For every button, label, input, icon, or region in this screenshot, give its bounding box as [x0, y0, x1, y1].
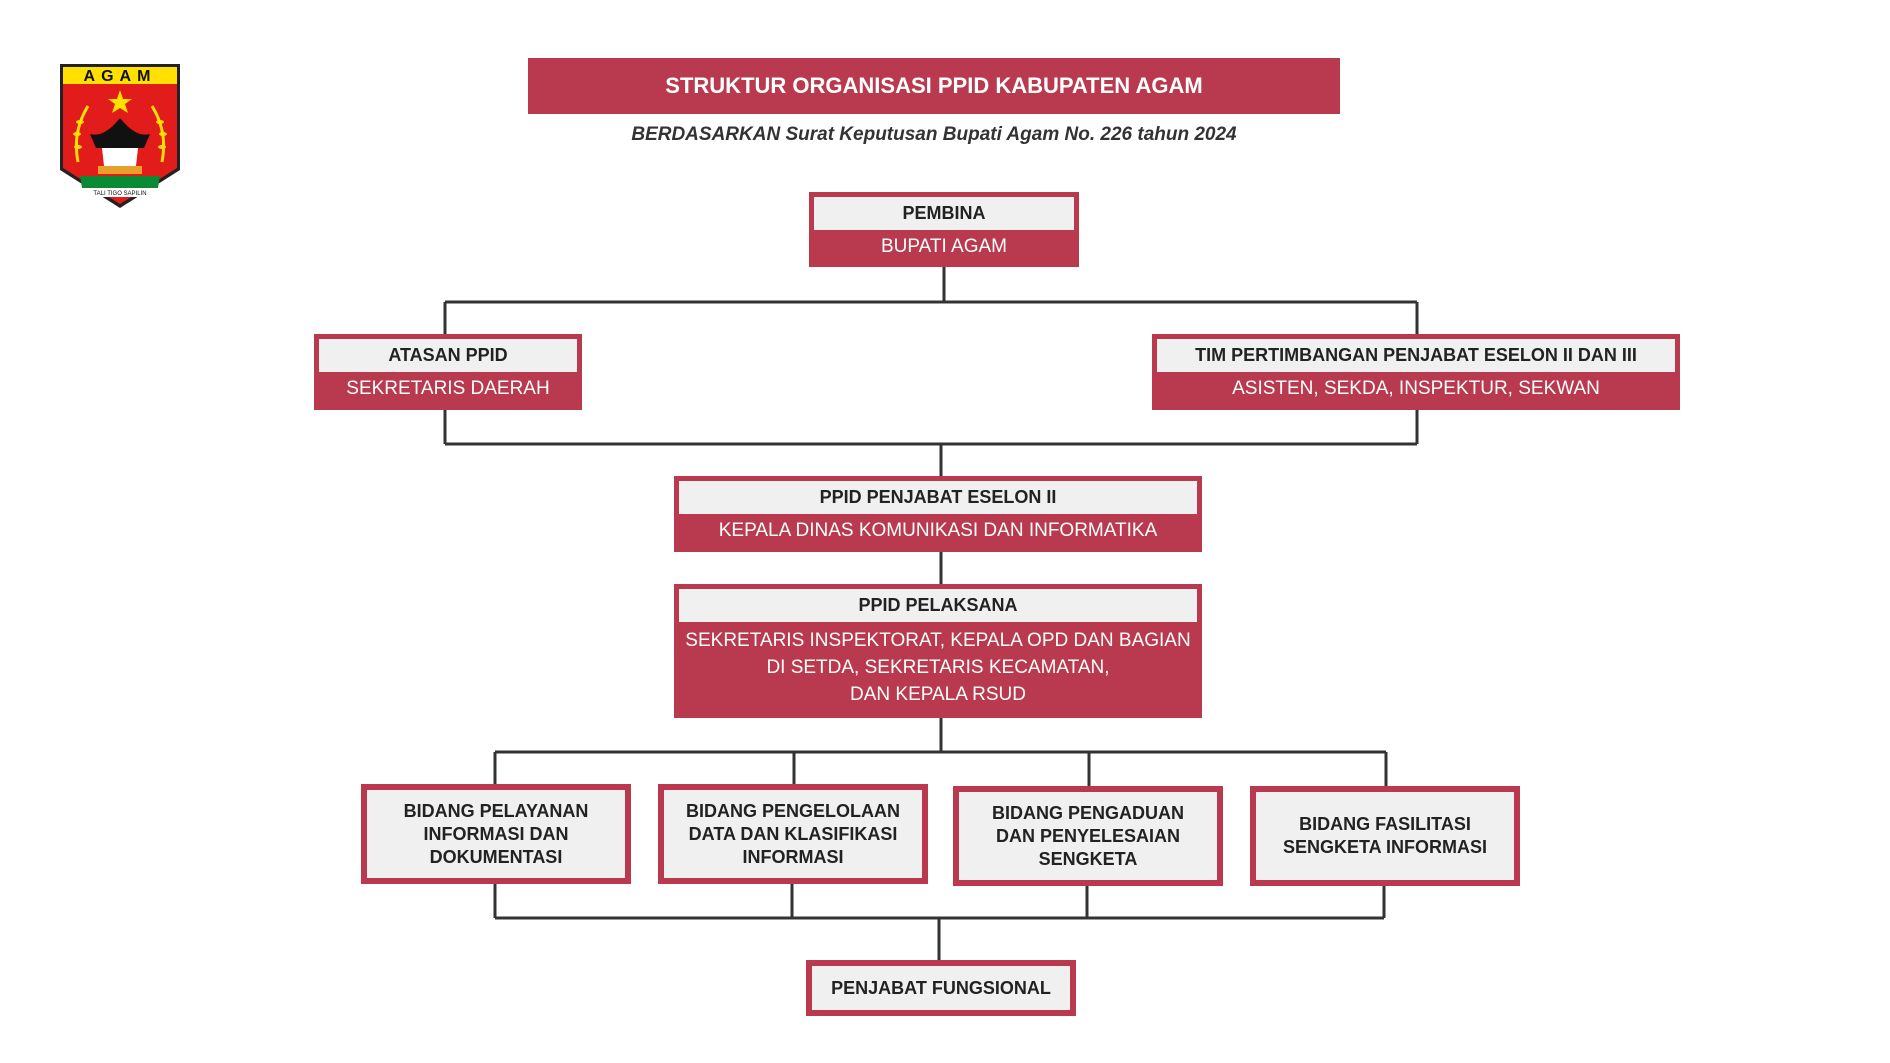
node-bidang-pengelolaan-text: BIDANG PENGELOLAAN DATA DAN KLASIFIKASI … [664, 790, 922, 878]
node-tim-body: ASISTEN, SEKDA, INSPEKTUR, SEKWAN [1232, 378, 1600, 399]
star-icon [108, 90, 132, 113]
node-pelaksana-body: SEKRETARIS INSPEKTORAT, KEPALA OPD DAN B… [679, 622, 1197, 713]
node-penjabat-fungsional: PENJABAT FUNGSIONAL [806, 960, 1076, 1016]
node-bidang-line: DOKUMENTASI [429, 846, 563, 867]
node-bidang-line: SENGKETA INFORMASI [1282, 837, 1487, 857]
node-bidang-fasilitasi: BIDANG FASILITASI SENGKETA INFORMASI [1250, 786, 1520, 886]
node-pelaksana-title: PPID PELAKSANA [679, 589, 1197, 622]
node-pembina-title: PEMBINA [814, 197, 1074, 230]
node-bidang-line: BIDANG PENGADUAN [991, 802, 1184, 823]
node-atasan-title: ATASAN PPID [319, 339, 577, 372]
node-bidang-fasilitasi-text: BIDANG FASILITASI SENGKETA INFORMASI [1256, 792, 1514, 880]
logo-top-text: AGAM [84, 68, 157, 85]
page-title: STRUKTUR ORGANISASI PPID KABUPATEN AGAM [528, 58, 1340, 114]
node-pelaksana-line: DI SETDA, SEKRETARIS KECAMATAN, [766, 657, 1110, 678]
node-tim-title: TIM PERTIMBANGAN PENJABAT ESELON II DAN … [1157, 339, 1675, 372]
node-bidang-line: BIDANG PENGELOLAAN [685, 800, 900, 821]
node-pelaksana-line: DAN KEPALA RSUD [850, 684, 1026, 705]
node-atasan-body: SEKRETARIS DAERAH [346, 378, 550, 399]
node-atasan-ppid: ATASAN PPID SEKRETARIS DAERAH [314, 334, 582, 410]
node-bidang-line: SENGKETA [1038, 848, 1138, 869]
page-subtitle: BERDASARKAN Surat Keputusan Bupati Agam … [631, 124, 1237, 145]
node-bidang-line: DAN PENYELESAIAN [995, 825, 1181, 846]
node-bidang-line: BIDANG PELAYANAN [403, 800, 589, 821]
node-pembina-body: BUPATI AGAM [881, 235, 1007, 257]
node-ppid-pelaksana: PPID PELAKSANA SEKRETARIS INSPEKTORAT, K… [674, 584, 1202, 718]
node-bidang-pelayanan-text: BIDANG PELAYANAN INFORMASI DAN DOKUMENTA… [367, 790, 625, 878]
node-eselon2-body: KEPALA DINAS KOMUNIKASI DAN INFORMATIKA [718, 520, 1158, 541]
node-bidang-pengelolaan: BIDANG PENGELOLAAN DATA DAN KLASIFIKASI … [658, 784, 928, 884]
node-bidang-line: INFORMASI [742, 846, 844, 867]
node-bidang-line: BIDANG FASILITASI [1299, 814, 1471, 834]
node-bidang-pengaduan-text: BIDANG PENGADUAN DAN PENYELESAIAN SENGKE… [959, 792, 1217, 880]
node-ppid-eselon-ii: PPID PENJABAT ESELON II KEPALA DINAS KOM… [674, 476, 1202, 552]
node-tim-pertimbangan: TIM PERTIMBANGAN PENJABAT ESELON II DAN … [1152, 334, 1680, 410]
node-fungsional-title: PENJABAT FUNGSIONAL [812, 966, 1070, 1010]
node-bidang-pengaduan: BIDANG PENGADUAN DAN PENYELESAIAN SENGKE… [953, 786, 1223, 886]
node-eselon2-title: PPID PENJABAT ESELON II [679, 481, 1197, 514]
agam-logo: AGAM TALI TIGO SAPILIN [60, 64, 180, 208]
node-pembina: PEMBINA BUPATI AGAM [809, 192, 1079, 267]
node-bidang-line: DATA DAN KLASIFIKASI [688, 823, 898, 844]
node-bidang-pelayanan: BIDANG PELAYANAN INFORMASI DAN DOKUMENTA… [361, 784, 631, 884]
node-bidang-line: INFORMASI DAN [423, 823, 569, 844]
logo-motto: TALI TIGO SAPILIN [93, 191, 146, 197]
node-pelaksana-line: SEKRETARIS INSPEKTORAT, KEPALA OPD DAN B… [685, 630, 1191, 651]
